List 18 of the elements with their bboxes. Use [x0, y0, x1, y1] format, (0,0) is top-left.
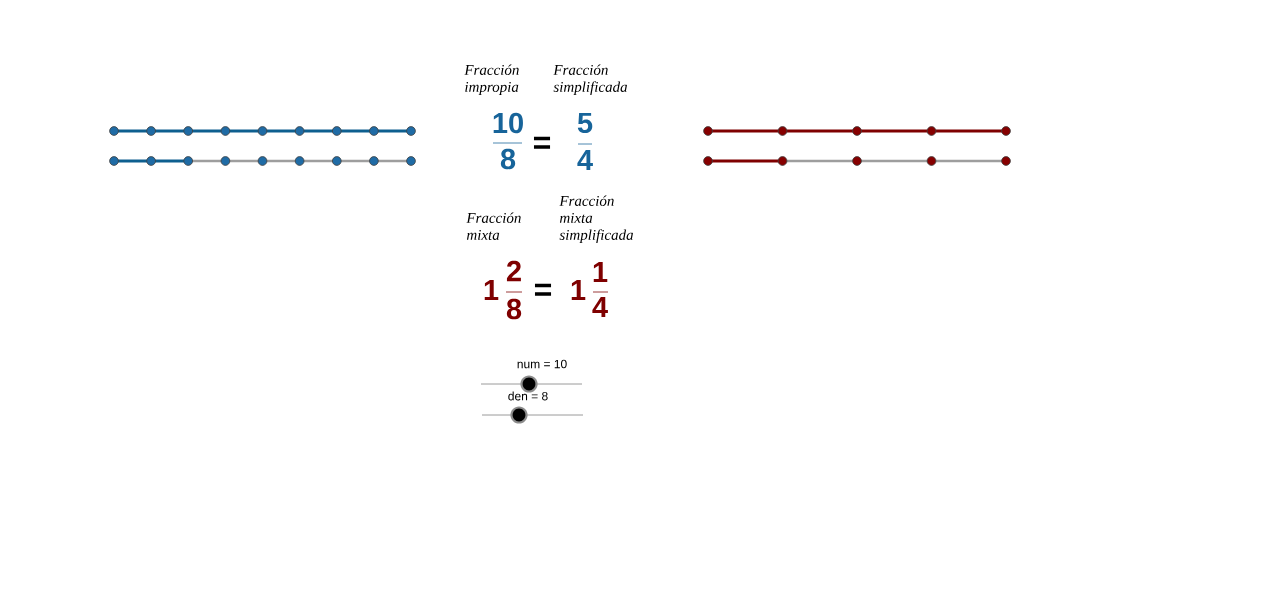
- slider-label: den = 8: [508, 391, 548, 401]
- heading-text: Fracción mixta simplificada: [559, 195, 633, 243]
- numerator: 1: [593, 262, 608, 282]
- denominator: 4: [577, 150, 593, 170]
- slider-label: num = 10: [517, 359, 567, 369]
- numerator: 10: [493, 112, 523, 134]
- denominator: 4: [592, 297, 608, 317]
- denominator: 8: [506, 298, 522, 320]
- numerator: 5: [577, 112, 593, 134]
- whole-number: 1: [571, 280, 586, 300]
- equals-sign: =: [535, 283, 552, 296]
- denominator: 8: [500, 148, 516, 170]
- whole-number: 1: [484, 280, 499, 300]
- heading-text: Fracción impropia: [464, 64, 519, 95]
- heading-text: Fracción mixta: [466, 212, 521, 240]
- heading-text: Fracción simplificada: [553, 64, 627, 95]
- equals-sign: =: [534, 136, 551, 149]
- numerator: 2: [506, 260, 521, 282]
